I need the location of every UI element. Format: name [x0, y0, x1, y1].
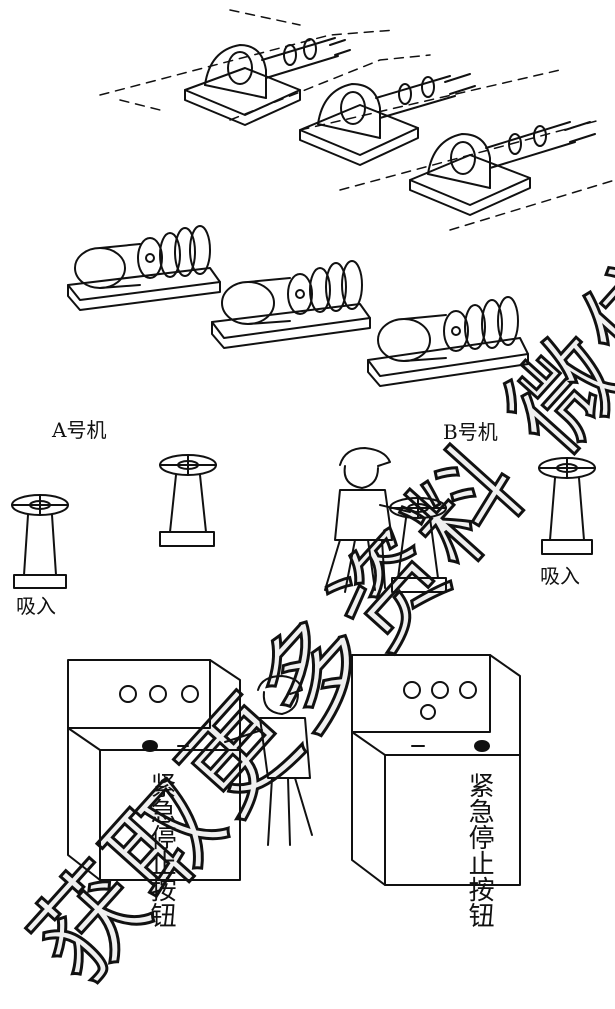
suction-label-right: 吸入: [540, 564, 580, 588]
valve-stand-a-right: [159, 454, 217, 547]
pump-skid-row: [67, 225, 529, 387]
control-panel-right: [351, 654, 521, 886]
valve-stand-a-left: [11, 494, 69, 589]
pump-skid-2: [211, 260, 371, 349]
pump-unit-2: [299, 73, 476, 166]
control-panel-left: [67, 659, 241, 881]
suction-label-left: 吸入: [16, 594, 56, 618]
valve-stand-b-right: [538, 457, 596, 555]
unit-b-label: B号机: [443, 420, 498, 444]
emergency-stop-button-label-right: 紧急停止按钮: [464, 772, 495, 928]
line-drawing: [11, 9, 615, 886]
illustration-stage: 获取更多资料 微信 A号机 B号机 吸入 吸入 紧急停止按钮 紧急停止按钮: [7, 9, 615, 1007]
pump-skid-3: [367, 296, 529, 387]
emergency-stop-button-label-left: 紧急停止按钮: [146, 772, 177, 928]
unit-a-label: A号机: [52, 418, 107, 442]
worker-at-panel: [224, 675, 313, 846]
pump-unit-1: [184, 37, 351, 126]
pump-unit-row-top: [99, 9, 615, 231]
pump-skid-1: [67, 225, 221, 311]
worker-at-valve: [324, 447, 411, 593]
pump-unit-3: [409, 121, 596, 216]
